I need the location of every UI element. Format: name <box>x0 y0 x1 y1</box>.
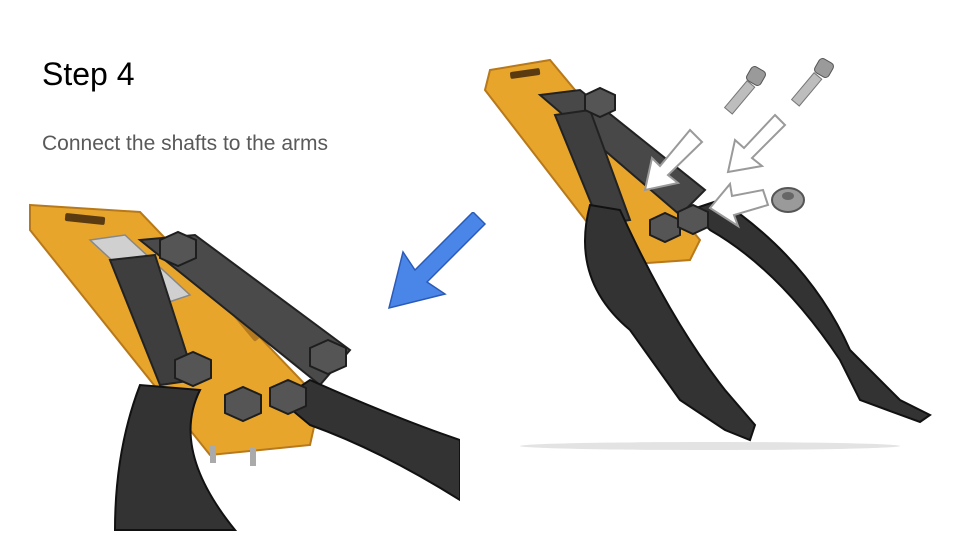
bolt-icon <box>723 58 834 115</box>
slide-subtitle: Connect the shafts to the arms <box>42 132 328 155</box>
slide-title: Step 4 <box>42 56 135 92</box>
nut-icon <box>771 187 805 213</box>
blue-arrow-icon <box>387 212 487 310</box>
zoomed-assembly-image <box>29 203 460 531</box>
full-assembly-image <box>483 58 932 450</box>
guide-arrow-icon <box>643 113 787 229</box>
